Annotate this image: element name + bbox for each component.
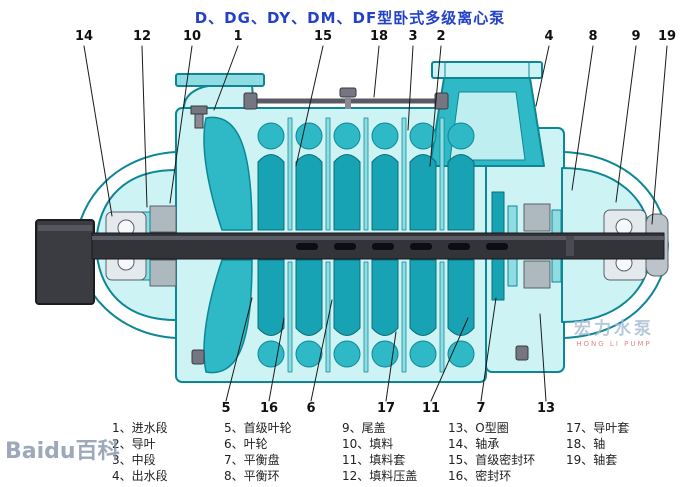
legend-item: 14、轴承: [448, 437, 500, 451]
legend-item: 12、填料压盖: [342, 469, 418, 483]
callout-5: 5: [221, 401, 231, 416]
legend-column-1: 1、进水段 2、导叶 3、中段 4、出水段: [112, 420, 168, 484]
legend-item: 7、平衡盘: [224, 453, 280, 467]
shaft: [35, 219, 665, 305]
callout-17: 17: [376, 401, 396, 416]
callout-11: 11: [421, 401, 441, 416]
callout-14: 14: [74, 29, 94, 44]
legend-column-2: 5、首级叶轮 6、叶轮 7、平衡盘 8、平衡环: [224, 420, 292, 484]
impellers: [257, 154, 475, 336]
callout-1: 1: [233, 29, 243, 44]
legend-item: 5、首级叶轮: [224, 421, 292, 435]
legend-item: 9、尾盖: [342, 421, 386, 435]
callout-9: 9: [631, 29, 641, 44]
stage-waterways: [257, 122, 475, 368]
callout-10: 10: [182, 29, 202, 44]
left-bearing: [105, 211, 147, 281]
callout-15: 15: [313, 29, 333, 44]
legend-item: 10、填料: [342, 437, 394, 451]
bolts: [190, 87, 529, 365]
legend-item: 16、密封环: [448, 469, 512, 483]
legend-item: 3、中段: [112, 453, 156, 467]
discharge-outlet: [429, 61, 545, 167]
legend-item: 6、叶轮: [224, 437, 268, 451]
leader-lines: [83, 45, 668, 402]
callout-6: 6: [306, 401, 316, 416]
legend-column-5: 17、导叶套 18、轴 19、轴套: [566, 420, 629, 468]
legend-item: 15、首级密封环: [448, 453, 536, 467]
callout-16: 16: [259, 401, 279, 416]
callout-7: 7: [476, 401, 486, 416]
callout-13: 13: [536, 401, 556, 416]
legend-item: 17、导叶套: [566, 421, 630, 435]
callout-18: 18: [369, 29, 389, 44]
legend-item: 13、O型圈: [448, 421, 509, 435]
legend-item: 11、填料套: [342, 453, 406, 467]
callout-19: 19: [657, 29, 677, 44]
page-title: D、DG、DY、DM、DF型卧式多级离心泵: [194, 9, 506, 27]
legend-item: 2、导叶: [112, 437, 156, 451]
legend-item: 1、进水段: [112, 421, 168, 435]
legend-item: 18、轴: [566, 437, 606, 451]
callout-12: 12: [132, 29, 152, 44]
callout-4: 4: [544, 29, 554, 44]
legend-column-3: 9、尾盖 10、填料 11、填料套 12、填料压盖: [342, 420, 417, 484]
callout-8: 8: [588, 29, 598, 44]
legend-item: 8、平衡环: [224, 469, 280, 483]
legend-item: 19、轴套: [566, 453, 618, 467]
legend-item: 4、出水段: [112, 469, 168, 483]
legend-column-4: 13、O型圈 14、轴承 15、首级密封环 16、密封环: [448, 420, 535, 484]
callout-2: 2: [436, 29, 446, 44]
callout-3: 3: [408, 29, 418, 44]
